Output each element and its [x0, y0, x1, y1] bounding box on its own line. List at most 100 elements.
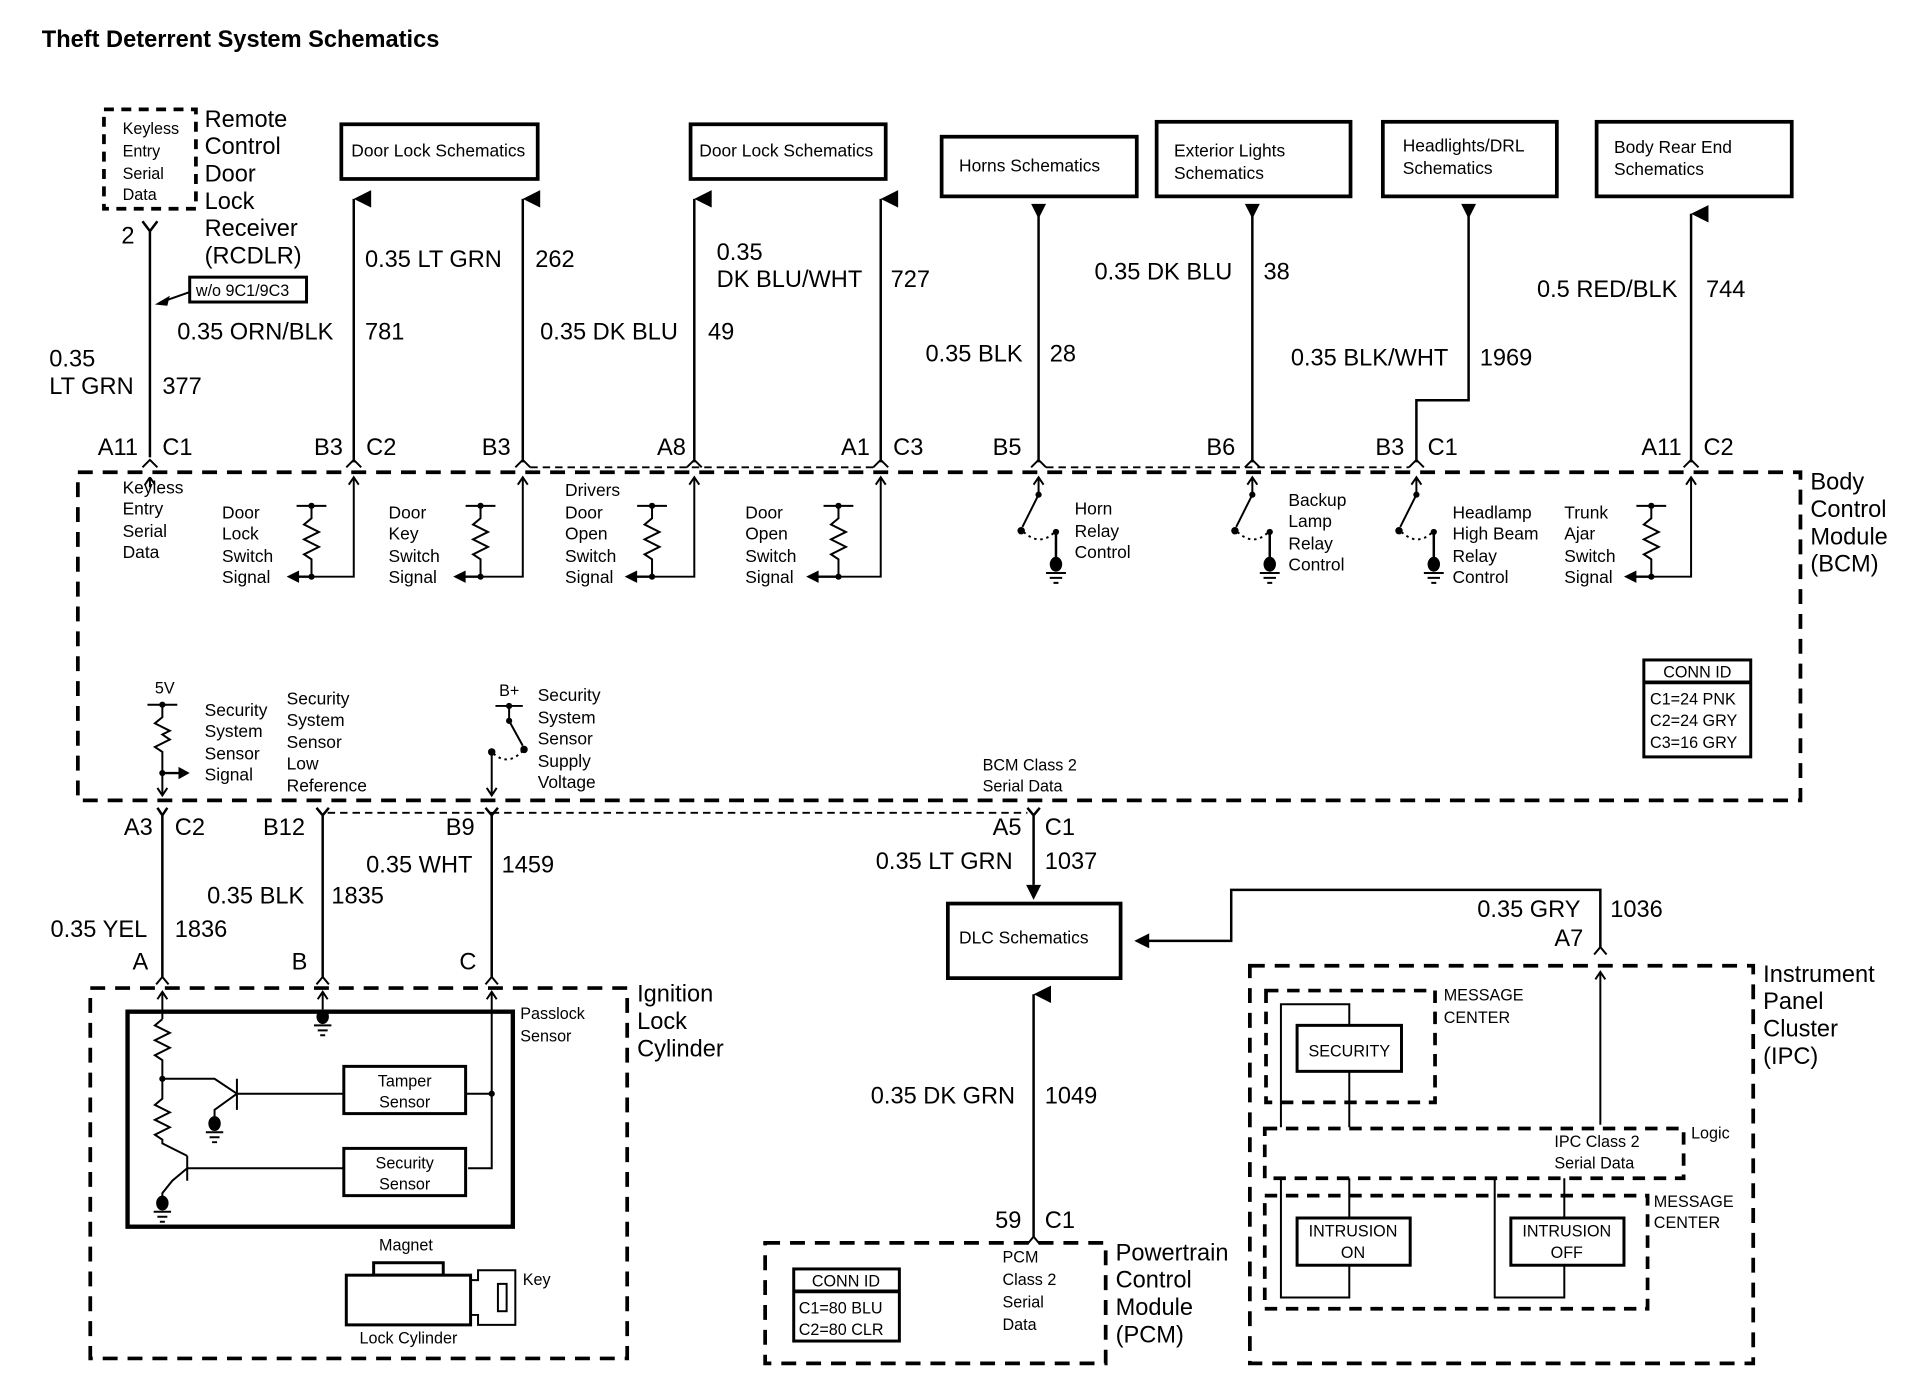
- security-sensor-box: [342, 1146, 468, 1198]
- wire-gauge: 0.35: [717, 240, 763, 266]
- signal-label: Data: [123, 542, 160, 562]
- link-label: Body Rear End: [1614, 137, 1732, 157]
- circuit-number: 1049: [1045, 1084, 1098, 1110]
- wire-727[interactable]: 0.35 DK BLU/WHT 727 A1 C3: [717, 190, 930, 469]
- intrusion-on-indicator: [1295, 1216, 1412, 1267]
- intrusion-off-indicator: [1509, 1216, 1626, 1267]
- signal-label: Switch: [222, 546, 273, 566]
- wire-49[interactable]: 0.35 DK BLU 49 A8: [540, 190, 734, 469]
- pin-label: A3: [124, 815, 153, 841]
- conn-id-row: C1=24 PNK: [1650, 691, 1736, 709]
- pcm-name: Powertrain: [1116, 1240, 1229, 1266]
- signal-label: Signal: [389, 567, 437, 587]
- wire-1459[interactable]: B9 0.35 WHT 1459 C: [366, 807, 554, 985]
- ignition-name: Ignition: [637, 982, 713, 1008]
- link-exterior-lights[interactable]: Exterior Lights Schematics: [1154, 119, 1353, 199]
- signal-label: Relay: [1288, 533, 1333, 553]
- wire-1036[interactable]: 0.35 GRY 1036 A7: [1134, 888, 1663, 956]
- ground-icon: [316, 1009, 329, 1025]
- circuit-number: 262: [535, 247, 574, 273]
- wire-1969[interactable]: 0.35 BLK/WHT 1969 B3 C1: [1291, 203, 1533, 469]
- ipc-name: (IPC): [1763, 1044, 1818, 1070]
- circuit-number: 1969: [1480, 345, 1533, 371]
- signal-label: Reference: [287, 776, 367, 796]
- wire-744[interactable]: 0.5 RED/BLK 744 A11 C2: [1537, 205, 1745, 469]
- option-note: w/o 9C1/9C3: [195, 282, 289, 300]
- signal-label: Key: [389, 523, 419, 543]
- wire-gauge-color: 0.35 BLK/WHT: [1291, 345, 1448, 371]
- signal-label: Lamp: [1288, 511, 1332, 531]
- pin-label: B3: [314, 435, 343, 461]
- wire-1835[interactable]: B12 0.35 BLK 1835 B: [207, 807, 384, 985]
- circuit-number: 28: [1050, 342, 1076, 368]
- signal-label: Voltage: [538, 772, 596, 792]
- link-horns[interactable]: Horns Schematics: [939, 134, 1139, 199]
- link-headlights-drl[interactable]: Headlights/DRL Schematics: [1380, 119, 1559, 199]
- rcdlr-name: Remote: [205, 107, 288, 133]
- signal-label: Horn: [1075, 499, 1113, 519]
- pcm-name: (PCM): [1116, 1322, 1184, 1348]
- wire-gauge-color: 0.35 LT GRN: [876, 849, 1013, 875]
- pin-label: A: [133, 949, 149, 975]
- wire-1037[interactable]: A5 C1 0.35 LT GRN 1037: [876, 807, 1098, 900]
- link-door-lock-2[interactable]: Door Lock Schematics: [688, 122, 888, 181]
- signal-label: Serial: [123, 521, 167, 541]
- pcm-inner-label: Class 2: [1003, 1271, 1057, 1289]
- signal-label: Keyless: [123, 477, 184, 497]
- wire-781[interactable]: 0.35 ORN/BLK 781 B3 C2: [177, 190, 404, 469]
- signal-label: Open: [565, 523, 608, 543]
- link-dlc[interactable]: DLC Schematics: [945, 901, 1123, 980]
- bcm-name: Body: [1810, 470, 1864, 496]
- pin-label: B12: [263, 815, 305, 841]
- wire-28[interactable]: 0.35 BLK 28 B5: [925, 203, 1076, 469]
- wire-gauge-color: 0.5 RED/BLK: [1537, 277, 1678, 303]
- signal-label: Sensor: [287, 732, 342, 752]
- signal-label: Lock: [222, 523, 259, 543]
- bcm-name: Control: [1810, 497, 1886, 523]
- pin-label: A7: [1554, 926, 1583, 952]
- link-body-rear-end[interactable]: Body Rear End Schematics: [1594, 119, 1794, 199]
- wire-1836[interactable]: A3 C2 0.35 YEL 1836 A: [51, 807, 228, 985]
- ignition-lock-cylinder-module: Ignition Lock Cylinder Passlock Sensor T…: [88, 982, 724, 1361]
- conn-id-row: C2=24 GRY: [1650, 712, 1737, 730]
- pcm-inner-label: Data: [1003, 1316, 1037, 1334]
- arrow-icon: [154, 295, 170, 306]
- rcdlr-name: (RCDLR): [205, 243, 302, 269]
- pin-label: A5: [993, 815, 1022, 841]
- rcdlr-name: Control: [205, 134, 281, 160]
- bcm-name: (BCM): [1810, 552, 1878, 578]
- rcdlr-name: Receiver: [205, 216, 298, 242]
- bcm-door-lock-switch: Door Lock Switch Signal: [222, 475, 360, 587]
- bcm-drivers-door-open-switch: Drivers Door Open Switch Signal: [565, 475, 701, 587]
- ground-icon: [1427, 556, 1441, 572]
- link-door-lock-1[interactable]: Door Lock Schematics: [339, 122, 540, 181]
- signal-label: Low: [287, 753, 319, 773]
- signal-label: Signal: [205, 765, 253, 785]
- pcm-name: Control: [1116, 1268, 1192, 1294]
- connector-label: C2: [175, 815, 205, 841]
- ignition-name: Cylinder: [637, 1036, 724, 1062]
- signal-label: Door: [565, 502, 603, 522]
- wire-377[interactable]: 0.35 LT GRN 377 A11 C1: [49, 220, 202, 469]
- message-center-label: CENTER: [1654, 1214, 1720, 1232]
- ground-icon: [1049, 556, 1063, 572]
- bcm-module: Body Control Module (BCM) Keyless Entry …: [75, 470, 1888, 803]
- pcm-name: Module: [1116, 1295, 1193, 1321]
- transistor-icon: [161, 1155, 344, 1200]
- wire-262[interactable]: 0.35 LT GRN 262 B3: [365, 190, 575, 469]
- link-label: Schematics: [1403, 158, 1493, 178]
- signal-label: Drivers: [565, 480, 620, 500]
- bcm-door-open-switch: Door Open Switch Signal: [745, 475, 887, 587]
- circuit-number: 38: [1264, 260, 1290, 286]
- wire-38[interactable]: 0.35 DK BLU 38 B6: [1095, 203, 1290, 469]
- connector-label: C3: [893, 435, 923, 461]
- magnet-icon: [372, 1261, 445, 1277]
- signal-label: Entry: [123, 499, 164, 519]
- wire-1049[interactable]: 0.35 DK GRN 1049 59 C1: [871, 985, 1098, 1245]
- security-indicator-label: SECURITY: [1308, 1042, 1390, 1060]
- conn-id-header: CONN ID: [812, 1272, 880, 1290]
- bcm-keyless-entry: Keyless Entry Serial Data: [123, 476, 184, 562]
- signal-label: Relay: [1452, 546, 1497, 566]
- signal-label: Door: [745, 502, 783, 522]
- circuit-number: 781: [365, 319, 404, 345]
